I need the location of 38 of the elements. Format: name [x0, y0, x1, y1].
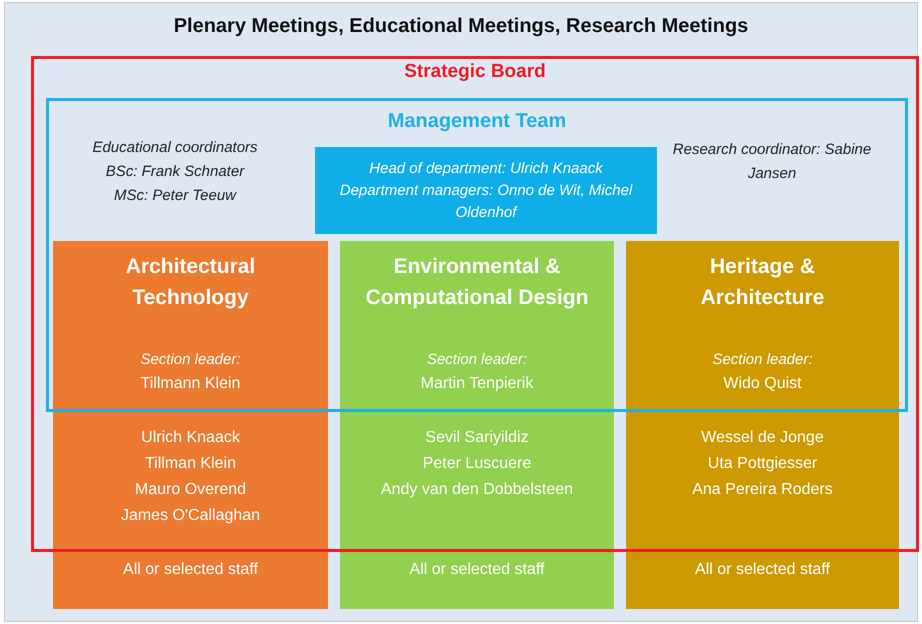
coordinator-text: MSc: Peter Teeuw	[113, 186, 238, 206]
member-name: Ana Pereira Roders	[691, 481, 834, 499]
leader-name: Tillmann Klein	[140, 375, 242, 393]
role-text: Head of department: Ulrich Knaack	[368, 158, 604, 178]
section-box	[626, 241, 899, 609]
member-name: James O'Callaghan	[120, 507, 262, 525]
member-name: Wessel de Jonge	[700, 429, 825, 447]
team-frame	[46, 98, 908, 412]
head-box	[315, 147, 657, 234]
staff-note: All or selected staff	[122, 561, 259, 579]
section-title: Heritage & Architecture	[700, 254, 826, 311]
board-frame	[31, 56, 919, 552]
member-name: Uta Pottgiesser	[706, 455, 818, 473]
board-heading: Strategic Board	[403, 61, 547, 83]
member-name: Andy van den Dobbelsteen	[380, 481, 574, 499]
member-name: Mauro Overend	[134, 481, 248, 499]
coordinator-text: Educational coordinators	[91, 138, 259, 158]
coordinator-text: BSc: Frank Schnater	[104, 162, 246, 182]
team-heading: Management Team	[386, 110, 568, 133]
staff-note: All or selected staff	[694, 561, 831, 579]
section-box	[53, 241, 328, 609]
member-name: Peter Luscuere	[422, 455, 532, 473]
section-title: Architectural Technology	[124, 254, 256, 311]
role-label: Section leader:	[139, 351, 242, 368]
member-name: Sevil Sariyildiz	[424, 429, 530, 447]
role-label: Section leader:	[426, 351, 528, 368]
section-box	[340, 241, 614, 609]
chart-title: Plenary Meetings, Educational Meetings, Research Meetings	[172, 15, 750, 38]
role-label: Section leader:	[711, 351, 814, 368]
chart-background	[4, 2, 918, 622]
member-name: Tillman Klein	[144, 455, 237, 473]
section-title: Environmental & Computational Design	[364, 254, 590, 311]
staff-note: All or selected staff	[408, 561, 546, 579]
member-name: Ulrich Knaack	[140, 429, 241, 447]
leader-name: Wido Quist	[722, 375, 803, 393]
coordinator-text: Research coordinator: Sabine Jansen	[672, 140, 872, 184]
role-text: Department managers: Onno de Wit, Michel Oldenhof	[338, 180, 634, 222]
leader-name: Martin Tenpierik	[420, 375, 534, 393]
